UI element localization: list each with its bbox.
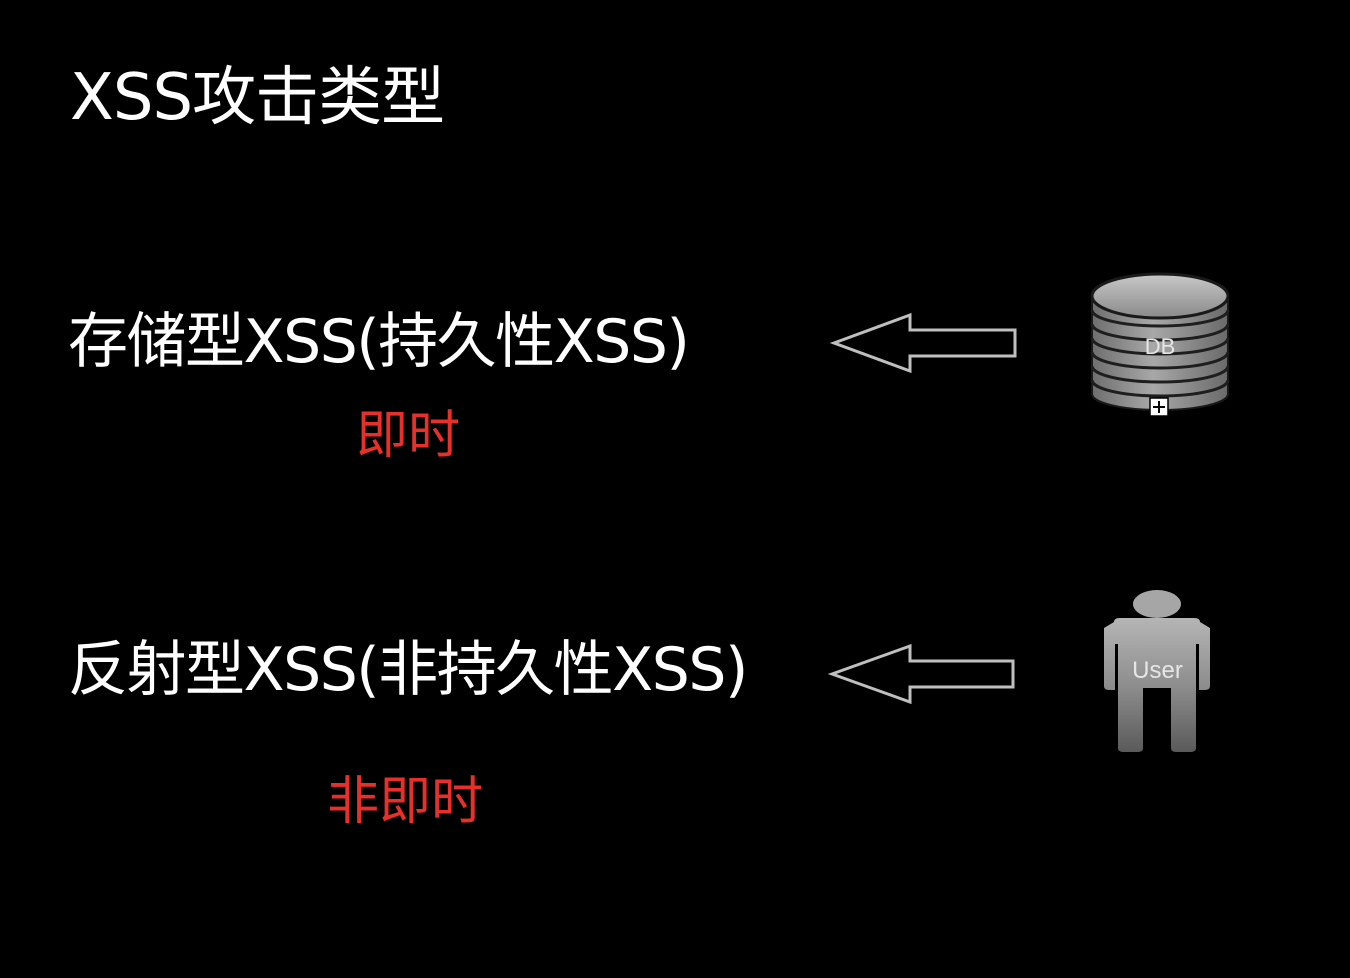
stored-xss-note: 即时 [356, 406, 461, 466]
slide-title: XSS攻击类型 [70, 61, 445, 135]
left-arrow-icon [828, 643, 1015, 705]
database-icon [1090, 272, 1230, 417]
user-label: User [1132, 657, 1183, 684]
reflected-xss-label: 反射型XSS(非持久性XSS) [68, 635, 748, 705]
expand-plus-icon [1149, 397, 1169, 417]
database-label: DB [1144, 334, 1176, 359]
left-arrow-icon [830, 312, 1017, 374]
user-icon [1104, 590, 1210, 752]
stored-xss-label: 存储型XSS(持久性XSS) [68, 307, 690, 377]
reflected-xss-note: 非即时 [327, 772, 484, 832]
